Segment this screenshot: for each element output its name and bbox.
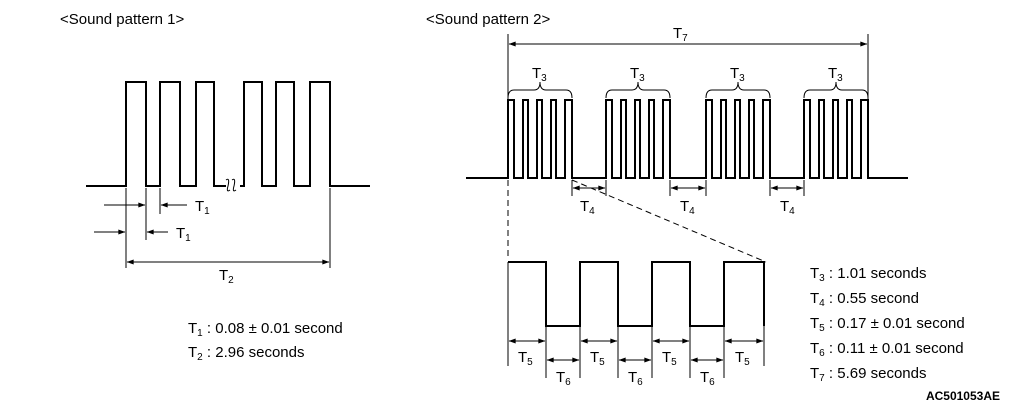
pattern2-spec-t6: T6 : 0.11 ± 0.01 second (810, 340, 964, 359)
magnified-waveform (507, 261, 765, 378)
pattern2-title: <Sound pattern 2> (426, 11, 551, 28)
t5-label-2: T5 (590, 349, 605, 368)
pattern2-spec-t5: T5 : 0.17 ± 0.01 second (810, 315, 965, 334)
zoom-lines (507, 179, 767, 263)
t6-label-2: T6 (628, 369, 643, 388)
pattern2-t7-dimension (507, 34, 869, 100)
pattern1-waveform (86, 81, 370, 192)
pattern1-dimensions (94, 188, 331, 268)
pattern2-t4-label-3: T4 (780, 198, 795, 217)
pattern2-spec-t3: T3 : 1.01 seconds (810, 265, 926, 284)
pattern2-t3-label-1: T3 (532, 65, 547, 84)
t5-label-4: T5 (735, 349, 750, 368)
t5-label-3: T5 (662, 349, 677, 368)
pattern2-t3-braces (507, 81, 869, 99)
pattern1-specs: T1 : 0.08 ± 0.01 second T2 : 2.96 second… (188, 320, 343, 363)
pattern2-t4-dimensions (571, 180, 805, 196)
pattern2-waveform (466, 99, 908, 179)
pattern1-t2-label: T2 (219, 267, 234, 286)
figure-code: AC501053AE (926, 389, 1000, 403)
pattern2-spec-t4: T4 : 0.55 second (810, 290, 919, 309)
pattern2-t4-label-2: T4 (680, 198, 695, 217)
pattern2-t3-label-2: T3 (630, 65, 645, 84)
magnified-dimensions (508, 338, 764, 363)
pattern2-specs: T3 : 1.01 seconds T4 : 0.55 second T5 : … (810, 265, 965, 384)
pattern1-spec-t1: T1 : 0.08 ± 0.01 second (188, 320, 343, 339)
pattern1-t1-label-a: T1 (195, 198, 210, 217)
t5-label-1: T5 (518, 349, 533, 368)
pattern2-t7-label: T7 (673, 25, 688, 44)
t6-label-1: T6 (556, 369, 571, 388)
pattern2-t3-label-3: T3 (730, 65, 745, 84)
pattern1-title: <Sound pattern 1> (60, 11, 185, 28)
pattern2-t3-label-4: T3 (828, 65, 843, 84)
pattern1-spec-t2: T2 : 2.96 seconds (188, 344, 304, 363)
pattern1-t1-label-b: T1 (176, 225, 191, 244)
t6-label-3: T6 (700, 369, 715, 388)
pattern2-spec-t7: T7 : 5.69 seconds (810, 365, 926, 384)
pattern2-t4-label-1: T4 (580, 198, 595, 217)
